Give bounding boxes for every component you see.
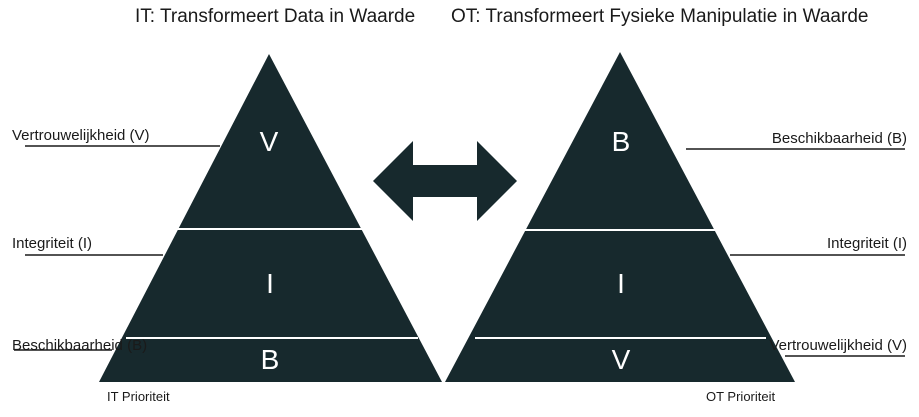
- it-layer-middle-letter: I: [266, 268, 274, 299]
- ot-layer-bottom-letter: V: [611, 344, 631, 375]
- it-label-availability: Beschikbaarheid (B): [12, 337, 148, 354]
- it-label-integrity: Integriteit (I): [12, 235, 93, 252]
- ot-pyramid: [445, 52, 795, 382]
- ot-label-confidentiality: Vertrouwelijkheid (V): [769, 337, 907, 354]
- it-layer-top-letter: V: [259, 126, 279, 157]
- ot-layer-top-letter: B: [611, 126, 631, 157]
- it-layer-bottom-letter: B: [260, 344, 280, 375]
- double-headed-arrow-icon: [373, 141, 517, 221]
- ot-label-integrity: Integriteit (I): [826, 235, 907, 252]
- ot-priority-footer: OT Prioriteit: [706, 389, 776, 404]
- ot-label-availability: Beschikbaarheid (B): [771, 130, 907, 147]
- it-title: IT: Transformeert Data in Waarde: [135, 6, 416, 27]
- it-priority-footer: IT Prioriteit: [107, 389, 170, 404]
- it-pyramid: [99, 54, 442, 382]
- it-label-confidentiality: Vertrouwelijkheid (V): [12, 127, 150, 144]
- ot-title: OT: Transformeert Fysieke Manipulatie in…: [451, 6, 869, 27]
- ot-layer-middle-letter: I: [617, 268, 625, 299]
